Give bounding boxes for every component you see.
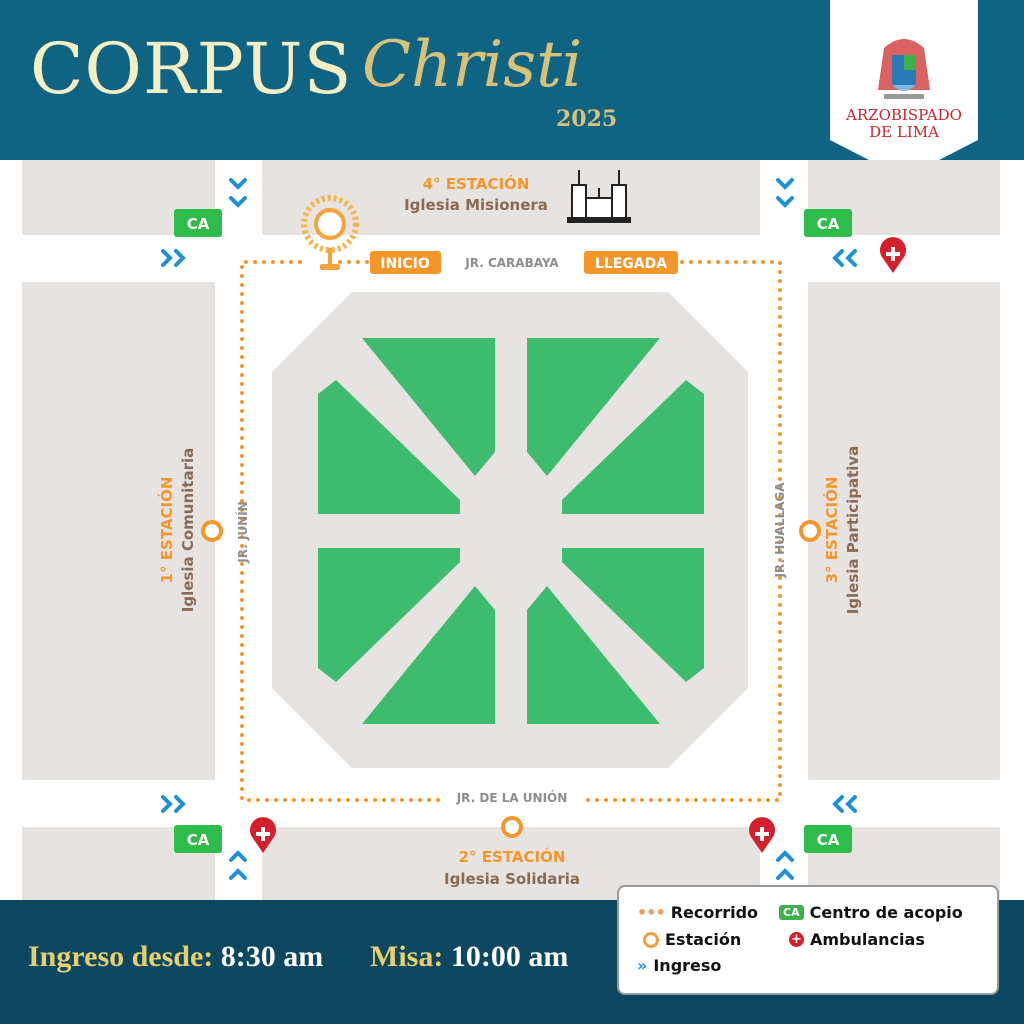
legend-centro-label: Centro de acopio xyxy=(809,903,963,922)
ca-marker-sw xyxy=(174,825,222,853)
block-e xyxy=(808,282,1000,780)
coat-of-arms-icon xyxy=(878,39,930,99)
title-year: 2025 xyxy=(556,106,618,132)
legend-ingreso: » Ingreso xyxy=(637,956,721,975)
footer-ingreso: Ingreso desde: 8:30 am xyxy=(28,940,323,974)
legend-ingreso-label: Ingreso xyxy=(653,956,722,975)
ca-label: CA xyxy=(817,215,840,233)
ca-marker-ne xyxy=(804,209,852,237)
plaza-gardens xyxy=(318,338,704,724)
inicio-label: INICIO xyxy=(380,256,430,272)
street-jr-de-la-union: JR. DE LA UNIÓN xyxy=(456,790,568,805)
logo-line1: ARZOBISPADO xyxy=(846,106,962,124)
ingreso-label: Ingreso desde: xyxy=(28,940,214,973)
station-markers xyxy=(201,520,821,838)
ingreso-arrows xyxy=(161,178,857,880)
legend-estacion: Estación xyxy=(643,930,741,949)
street-jr-huallaga: JR. HUALLAGA xyxy=(773,482,787,579)
footer-misa: Misa: 10:00 am xyxy=(370,940,568,974)
ca-label: CA xyxy=(187,215,210,233)
plaza-octagon xyxy=(272,292,748,768)
llegada-label: LLEGADA xyxy=(595,256,667,272)
route-dotted-line xyxy=(240,260,782,802)
ingreso-time: 8:30 am xyxy=(220,940,324,973)
station-2-number: 2° ESTACIÓN xyxy=(459,847,566,866)
title-corpus: CORPUS xyxy=(30,28,353,110)
map-legend: ••• Recorrido CA Centro de acopio Estaci… xyxy=(617,885,999,995)
street-jr-carabaya: JR. CARABAYA xyxy=(464,256,559,270)
garden xyxy=(318,380,460,514)
ambulance-pin-icon xyxy=(880,237,906,273)
station-1-marker-icon xyxy=(201,520,223,542)
station-3-name: Iglesia Participativa xyxy=(844,446,862,615)
station-1-name: Iglesia Comunitaria xyxy=(179,448,197,612)
ingreso-arrow-icon xyxy=(161,249,186,267)
ambulance-pin-icon: + xyxy=(789,932,804,947)
ingreso-arrow-icon xyxy=(229,178,247,208)
ca-label: CA xyxy=(187,831,210,849)
ca-chip-icon: CA xyxy=(779,905,804,920)
street-jr-junin: JR. JUNÍN xyxy=(235,501,250,563)
logo-line2: DE LIMA xyxy=(869,123,939,141)
legend-recorrido-label: Recorrido xyxy=(670,903,759,922)
legend-ambulancias: + Ambulancias xyxy=(789,930,925,949)
ingreso-arrow-icon xyxy=(832,249,857,267)
badge-shape xyxy=(830,0,978,178)
ingreso-arrow-icon xyxy=(161,795,186,813)
ingreso-arrow-icon xyxy=(229,850,247,880)
ca-marker-se xyxy=(804,825,852,853)
station-1-number: 1° ESTACIÓN xyxy=(157,477,176,584)
station-circle-icon xyxy=(643,931,659,948)
procession-map: INICIO LLEGADA JR. CARABAYA JR. DE LA UN… xyxy=(22,160,1000,900)
garden xyxy=(362,338,495,476)
title-christi: Christi xyxy=(362,28,583,102)
arzobispado-logo-badge: ARZOBISPADO DE LIMA xyxy=(830,0,978,178)
ca-marker-nw xyxy=(174,209,222,237)
station-4-number: 4° ESTACIÓN xyxy=(423,174,530,193)
legend-ambulancias-label: Ambulancias xyxy=(810,930,925,949)
ambulance-pin-icon xyxy=(250,817,276,853)
llegada-badge xyxy=(584,251,678,274)
station-4-name: Iglesia Misionera xyxy=(404,196,548,214)
ingreso-arrow-icon xyxy=(776,178,794,208)
misa-label: Misa: xyxy=(370,940,444,973)
station-2-marker-icon xyxy=(501,816,523,838)
city-blocks xyxy=(22,160,1000,900)
misa-time: 10:00 am xyxy=(450,940,569,973)
legend-centro: CA Centro de acopio xyxy=(779,903,963,922)
station-3-marker-icon xyxy=(799,520,821,542)
block-w xyxy=(22,282,215,780)
ingreso-arrow-icon xyxy=(832,795,857,813)
ca-label: CA xyxy=(817,831,840,849)
ambulance-markers xyxy=(250,237,906,853)
monstrance-icon xyxy=(301,195,359,270)
ingreso-arrow-icon xyxy=(776,850,794,880)
ingreso-arrow-icon: » xyxy=(637,956,648,975)
dotted-line-icon: ••• xyxy=(637,903,666,922)
station-3-number: 3° ESTACIÓN xyxy=(822,477,841,584)
inicio-badge xyxy=(370,251,441,274)
ambulance-pin-icon xyxy=(749,817,775,853)
legend-estacion-label: Estación xyxy=(665,930,742,949)
church-icon xyxy=(567,170,631,223)
station-2-name: Iglesia Solidaria xyxy=(444,870,580,888)
legend-recorrido: ••• Recorrido xyxy=(637,903,758,922)
